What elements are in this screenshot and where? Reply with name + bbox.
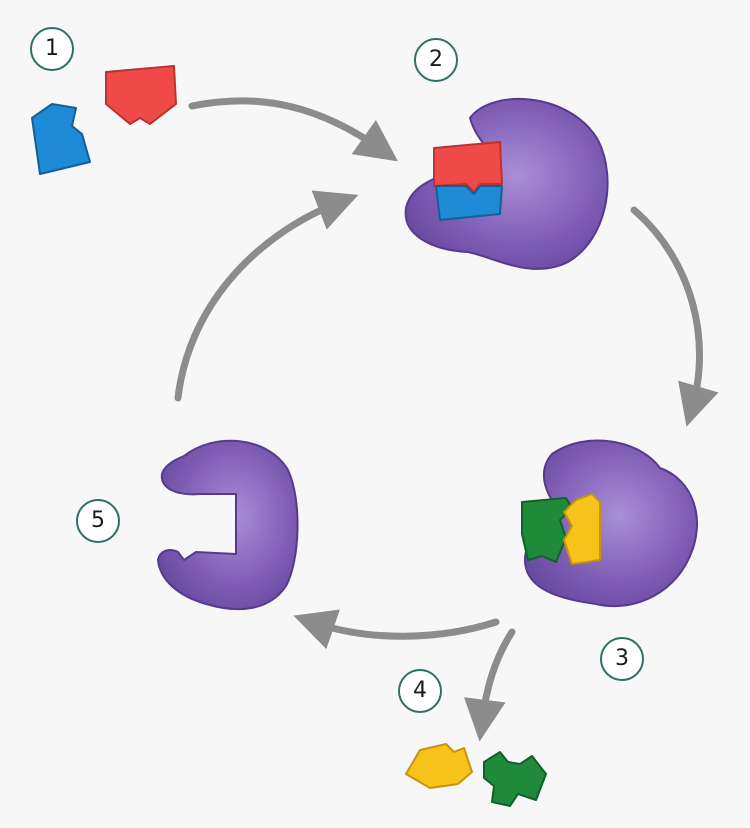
substrate-blue-bound xyxy=(435,185,503,221)
step-badge-2: 2 xyxy=(414,38,458,82)
substrate-red-free xyxy=(105,65,177,125)
arrow-3-to-5 xyxy=(293,609,500,650)
product-yellow-bound xyxy=(563,493,601,565)
product-green-free xyxy=(483,751,547,807)
free-enzyme-body xyxy=(157,439,299,611)
step-badge-1: 1 xyxy=(30,27,74,71)
substrate-blue-free xyxy=(31,103,91,175)
substrate-red-bound xyxy=(433,141,503,193)
arrow-3-to-4 xyxy=(463,628,516,742)
arrow-5-to-2 xyxy=(174,190,359,402)
product-green-bound xyxy=(521,497,573,563)
product-yellow-free xyxy=(405,743,473,789)
step-badge-4: 4 xyxy=(398,669,442,713)
arrow-2-to-3 xyxy=(630,206,719,427)
arrow-1-to-2 xyxy=(188,97,398,162)
step-badge-5: 5 xyxy=(76,499,120,543)
step-badge-3: 3 xyxy=(600,637,644,681)
